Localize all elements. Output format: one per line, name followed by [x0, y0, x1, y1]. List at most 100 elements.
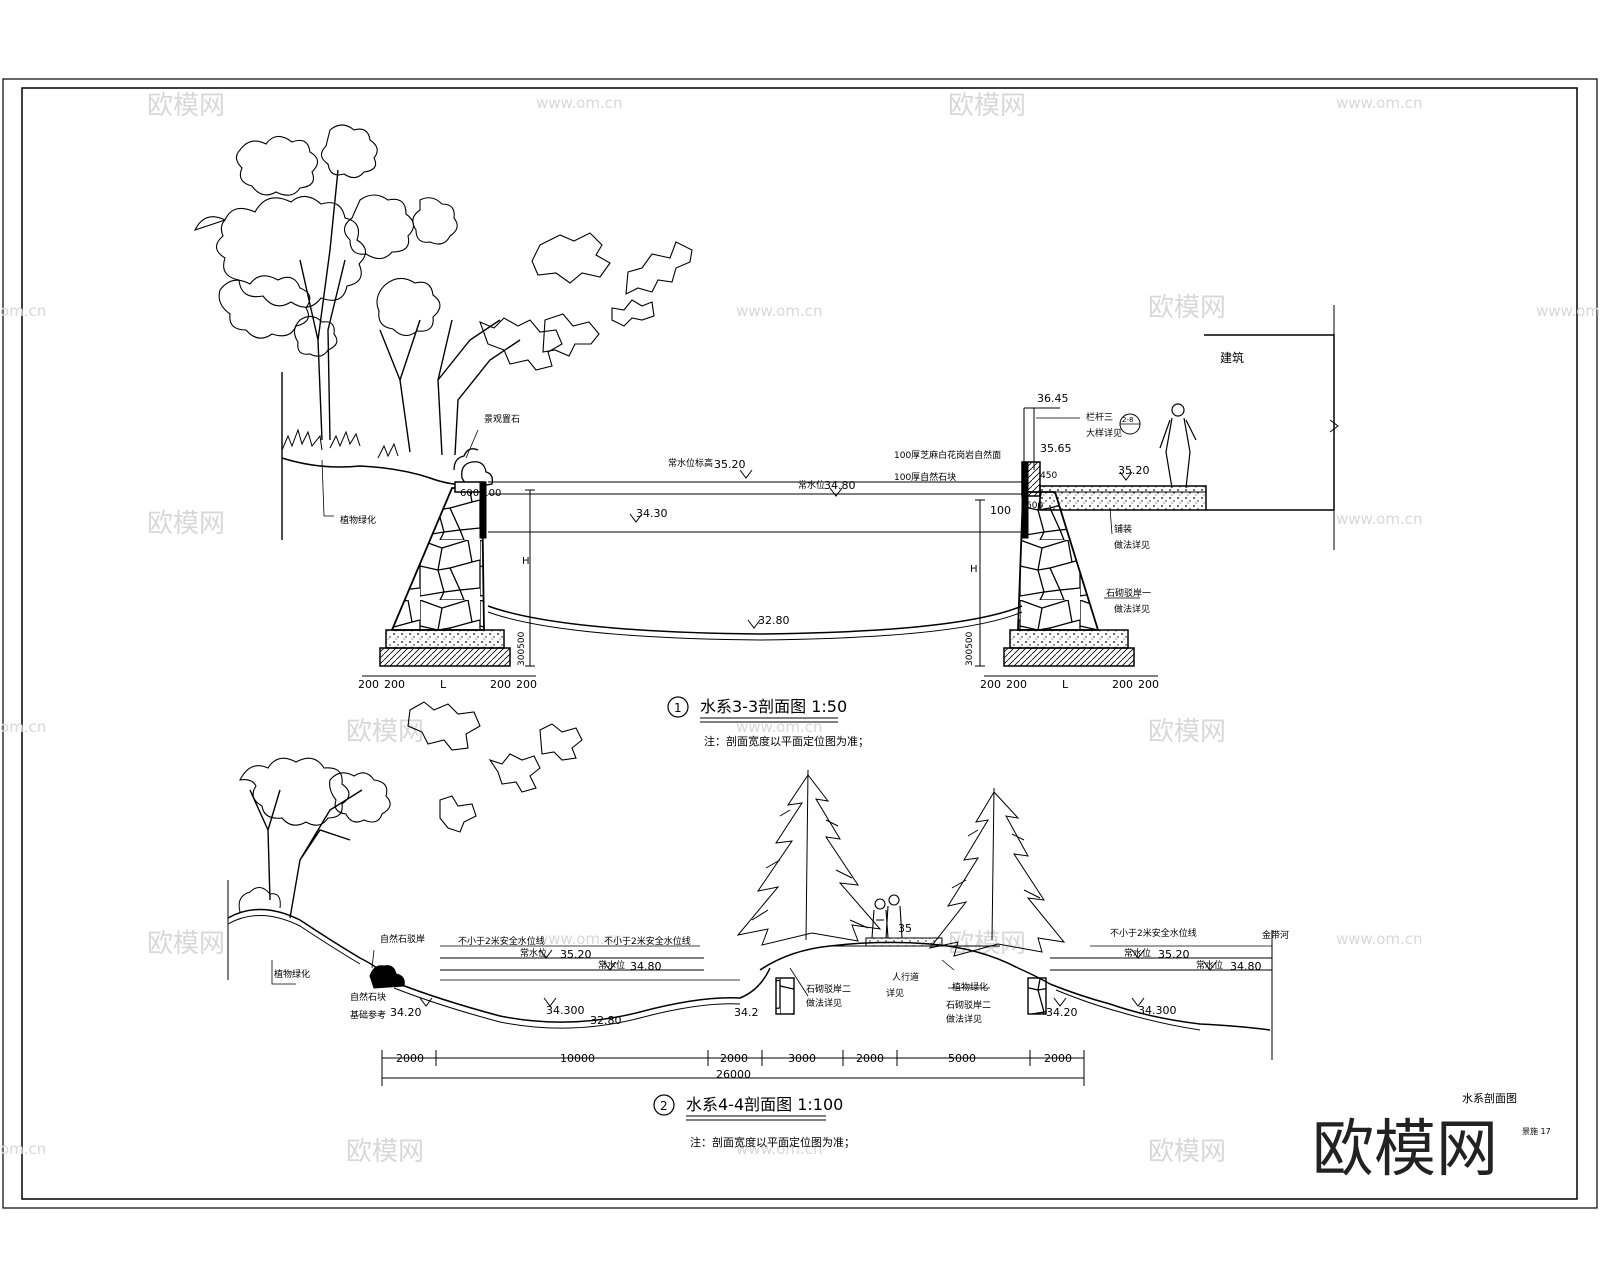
- watermark-site: www.om.cn: [736, 1140, 823, 1158]
- pier-left: [775, 977, 795, 1015]
- label-rail: 栏杆三: [1086, 411, 1113, 423]
- watermark-brand: 欧模网: [1148, 1137, 1226, 1167]
- label-wall2-ref: 做法详见: [806, 997, 842, 1009]
- label-normal-level-r-val: 34.80: [1230, 960, 1262, 973]
- label-normal-level: 常水位: [798, 479, 825, 491]
- title-circle-1: 1: [674, 701, 682, 715]
- label-wall-ref: 做法详见: [1114, 603, 1150, 615]
- sheet-number: 景施 17: [1522, 1126, 1551, 1136]
- svg-text:200: 200: [1138, 678, 1159, 691]
- section-1-title: 1 水系3-3剖面图 1:50 注：剖面宽度以平面定位图为准；: [667, 696, 869, 748]
- watermark-brand: 欧模网: [147, 929, 225, 959]
- label-e4: 34.2: [734, 1006, 759, 1019]
- label-path: 人行道: [892, 971, 919, 983]
- label-wall3: 石砌驳岸二: [946, 1000, 991, 1011]
- left-liner: [479, 481, 487, 539]
- section-1-labels: 景观置石 植物绿化 常水位标高 35.20 常水位 34.80 34.30 32…: [340, 350, 1244, 691]
- left-base-gravel: [385, 629, 505, 649]
- label-plant2: 植物绿化: [952, 981, 988, 993]
- label-paving-ref: 做法详见: [1114, 539, 1150, 551]
- label-dim-600: 600: [1026, 501, 1043, 511]
- watermark-tail: om.cn: [0, 718, 46, 736]
- label-right-note: 金带河: [1262, 929, 1289, 941]
- watermarks: 欧模网 欧模网 欧模网 欧模网 欧模网 欧模网 欧模网 欧模网 欧模网 欧模网: [147, 91, 1226, 1167]
- label-building: 建筑: [1220, 350, 1244, 365]
- pier-right: [1027, 977, 1047, 1015]
- label-elev-top: 36.45: [1037, 392, 1069, 405]
- dim-total: 26000: [716, 1068, 751, 1081]
- title-circle-2: 2: [660, 1099, 668, 1113]
- title-section-2: 水系4-4剖面图 1:100: [686, 1095, 843, 1114]
- bank-rock-icon: [453, 448, 494, 489]
- left-base-footing: [379, 647, 511, 667]
- dims-left: 200 200 L 200 200: [358, 678, 537, 691]
- watermark-tail: om.cn: [0, 302, 46, 320]
- logo: 欧模网: [1312, 1112, 1498, 1185]
- svg-text:2000: 2000: [720, 1052, 748, 1065]
- label-max-level-r-val: 35.20: [1158, 948, 1190, 961]
- label-safety2: 不小于2米安全水位线: [604, 935, 691, 947]
- note-section-1: 注：剖面宽度以平面定位图为准；: [704, 734, 869, 748]
- dims-section-2: 2000 10000 2000 3000 2000 5000 2000 2600…: [396, 1052, 1072, 1081]
- label-max-level-2: 常水位: [520, 947, 547, 959]
- label-paving: 铺装: [1114, 523, 1132, 535]
- label-safety1: 不小于2米安全水位线: [458, 935, 545, 947]
- label-h-left: H: [522, 556, 530, 567]
- svg-text:L: L: [440, 678, 447, 691]
- svg-text:200: 200: [516, 678, 537, 691]
- label-rock: 景观置石: [484, 414, 520, 425]
- watermark-site: www.om.cn: [1336, 94, 1423, 112]
- label-natural-bank: 自然石驳岸: [380, 933, 425, 945]
- label-rail-ref: 大样详见: [1086, 427, 1122, 439]
- label-safety3: 不小于2米安全水位线: [1110, 927, 1197, 939]
- label-wall: 石砌驳岸一: [1106, 588, 1151, 599]
- svg-text:10000: 10000: [560, 1052, 595, 1065]
- label-e5: 34.20: [1046, 1006, 1078, 1019]
- watermark-urls: www.om.cn www.om.cn www.om.cn www.om.cn …: [0, 94, 1600, 1158]
- svg-text:3000: 3000: [788, 1052, 816, 1065]
- label-max-level-val: 35.20: [714, 458, 746, 471]
- svg-text:2000: 2000: [1044, 1052, 1072, 1065]
- title-section-1: 水系3-3剖面图 1:50: [700, 697, 847, 716]
- label-max-level-r: 常水位: [1124, 947, 1151, 959]
- tree-left-2-icon: [227, 701, 583, 980]
- svg-text:2000: 2000: [856, 1052, 884, 1065]
- label-e3: 32.80: [590, 1014, 622, 1027]
- svg-text:200: 200: [1112, 678, 1133, 691]
- label-dim-100: 100: [990, 504, 1011, 517]
- svg-text:5000: 5000: [948, 1052, 976, 1065]
- label-wall2: 石砌驳岸二: [806, 984, 851, 995]
- label-layer2: 100厚自然石块: [894, 471, 956, 483]
- path-slab: [865, 937, 943, 947]
- section-2-labels: 自然石驳岸 植物绿化 自然石块 基础参考 不小于2米安全水位线 不小于2米安全水…: [274, 922, 1289, 1081]
- label-max-level: 常水位标高: [668, 457, 713, 469]
- watermark-site: www.om.cn: [1536, 302, 1600, 320]
- label-elev-mid: 35.65: [1040, 442, 1072, 455]
- section-2: [227, 701, 1273, 1086]
- label-normal-level-2: 常水位: [598, 959, 625, 971]
- watermark-site: www.om.cn: [536, 94, 623, 112]
- shrub-2-icon: [238, 887, 281, 913]
- label-normal-level-2-val: 34.80: [630, 960, 662, 973]
- right-base-gravel: [1009, 629, 1129, 649]
- label-normal-level-r: 常水位: [1196, 959, 1223, 971]
- tree-foliage-icon: [193, 124, 693, 371]
- svg-text:L: L: [1062, 678, 1069, 691]
- watermark-site: www.om.cn: [536, 930, 623, 948]
- label-boulders: 自然石块: [350, 991, 386, 1003]
- inner-frame: [21, 87, 1578, 1200]
- label-wall3-ref: 做法详见: [946, 1013, 982, 1025]
- label-e1: 34.20: [390, 1006, 422, 1019]
- label-bottom: 32.80: [758, 614, 790, 627]
- label-plant-2: 植物绿化: [274, 968, 310, 980]
- label-elev-ground: 35.20: [1118, 464, 1150, 477]
- svg-text:200: 200: [490, 678, 511, 691]
- watermark-brand: 欧模网: [948, 91, 1026, 121]
- section-2-title: 2 水系4-4剖面图 1:100 注：剖面宽度以平面定位图为准；: [653, 1094, 855, 1149]
- label-e2: 34.300: [546, 1004, 585, 1017]
- watermark-site: www.om.cn: [1336, 930, 1423, 948]
- right-base-footing: [1003, 647, 1135, 667]
- pond-1-bed: [393, 967, 771, 1023]
- watermark-site: www.om.cn: [736, 718, 823, 736]
